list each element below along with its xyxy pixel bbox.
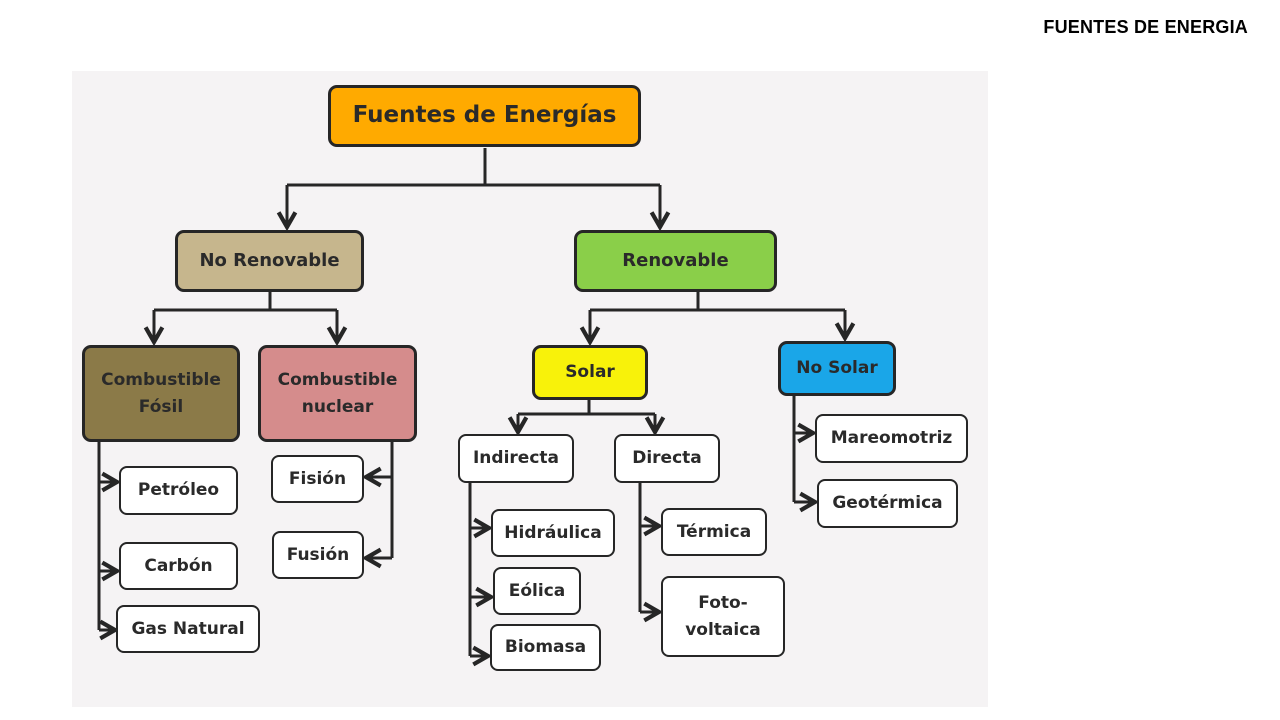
node-no-solar: No Solar: [778, 341, 896, 396]
node-label: Eólica: [508, 580, 566, 601]
node-label: Biomasa: [504, 637, 587, 658]
node-indirecta: Indirecta: [458, 434, 574, 483]
node-label: Mareomotriz: [830, 428, 953, 449]
node-label: Indirecta: [472, 448, 559, 469]
node-directa: Directa: [614, 434, 720, 483]
node-label: Renovable: [622, 250, 729, 272]
leaf-fision: Fisión: [271, 455, 364, 503]
node-label: Fuentes de Energías: [352, 102, 617, 129]
leaf-carbon: Carbón: [119, 542, 238, 590]
connector-solar: [518, 400, 655, 416]
connector-root: [287, 148, 660, 187]
node-label: Foto- voltaica: [685, 593, 761, 640]
connector-renovable: [590, 292, 845, 312]
node-label: Solar: [565, 362, 615, 383]
node-combustible-fosil: Combustible Fósil: [82, 345, 240, 442]
node-label: Carbón: [144, 555, 213, 576]
node-label: Térmica: [676, 521, 752, 542]
leaf-mareomotriz: Mareomotriz: [815, 414, 968, 463]
node-renovable: Renovable: [574, 230, 777, 292]
node-solar: Solar: [532, 345, 648, 400]
node-label: Hidráulica: [504, 522, 602, 543]
leaf-hidraulica: Hidráulica: [491, 509, 615, 557]
leaf-fusion: Fusión: [272, 531, 364, 579]
node-label: No Renovable: [199, 250, 340, 272]
node-label: Gas Natural: [131, 618, 245, 639]
leaf-petroleo: Petróleo: [119, 466, 238, 515]
leaf-termica: Térmica: [661, 508, 767, 556]
node-combustible-nuclear: Combustible nuclear: [258, 345, 417, 442]
leaf-geotermica: Geotérmica: [817, 479, 958, 528]
node-label: Petróleo: [137, 480, 220, 501]
node-label: Combustible Fósil: [101, 370, 221, 417]
node-no-renovable: No Renovable: [175, 230, 364, 292]
slide-title: FUENTES DE ENERGIA: [1043, 17, 1248, 37]
leaf-biomasa: Biomasa: [490, 624, 601, 671]
node-label: Fisión: [288, 468, 347, 489]
connector-no-renovable: [154, 292, 337, 312]
node-label: No Solar: [796, 358, 878, 379]
node-label: Combustible nuclear: [277, 370, 398, 417]
node-label: Fusión: [286, 544, 350, 565]
leaf-eolica: Eólica: [493, 567, 581, 615]
node-fuentes-de-energias: Fuentes de Energías: [328, 85, 641, 147]
node-label: Directa: [632, 448, 702, 469]
node-label: Geotérmica: [832, 493, 943, 514]
leaf-fotovoltaica: Foto- voltaica: [661, 576, 785, 657]
leaf-gas-natural: Gas Natural: [116, 605, 260, 653]
